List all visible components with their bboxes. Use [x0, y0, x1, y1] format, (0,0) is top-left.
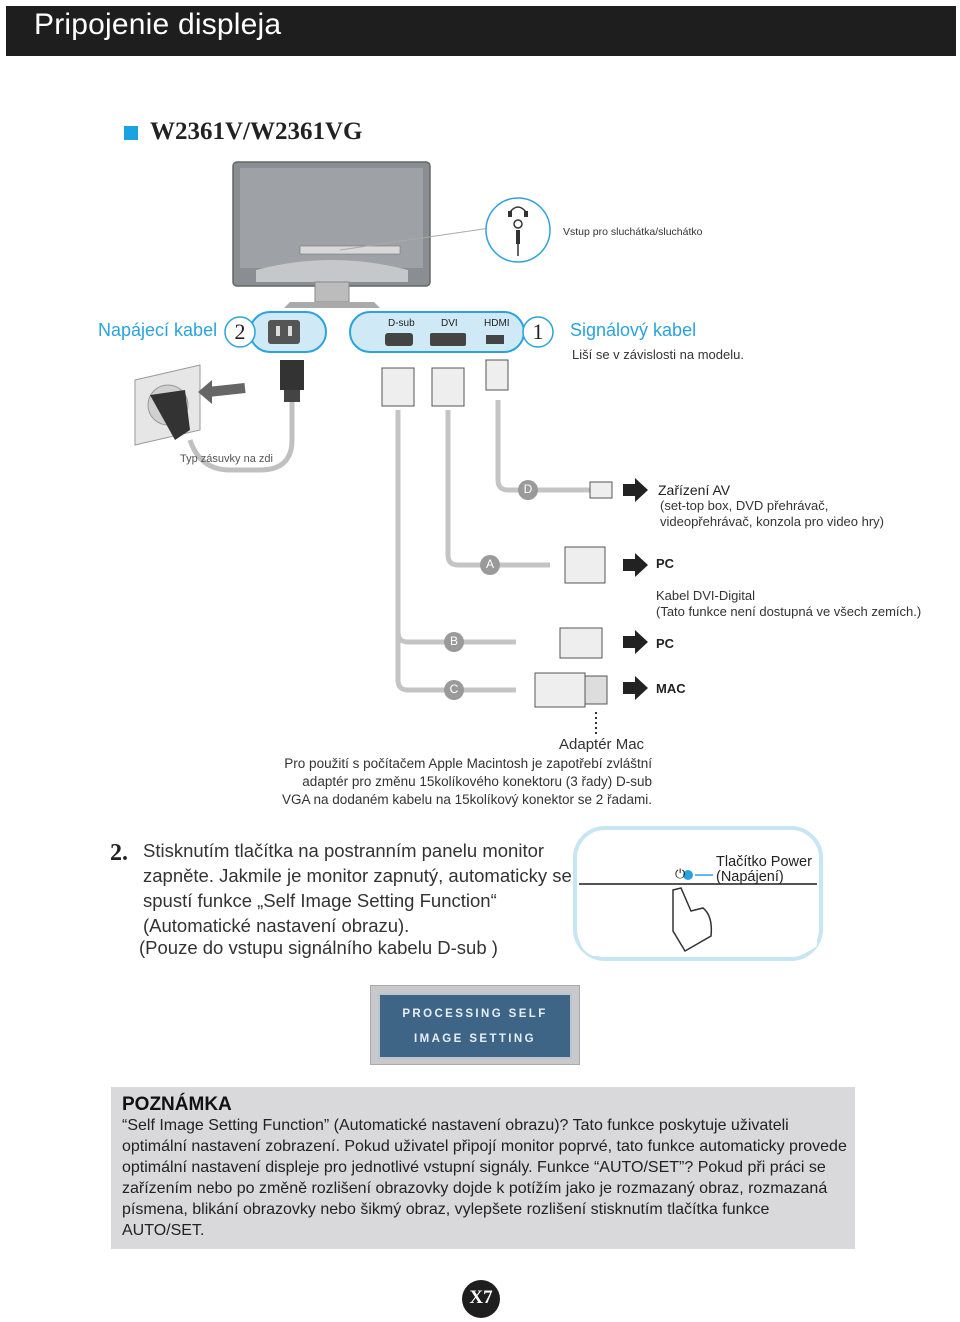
connection-diagram: [134, 161, 648, 735]
mac-adapter-line3: VGA na dodaném kabelu na 15kolíkový kone…: [282, 792, 652, 807]
model-name: W2361V/W2361VG: [150, 118, 363, 145]
power-number: 2: [234, 319, 246, 344]
step-note: (Pouze do vstupu signálního kabelu D-sub…: [139, 937, 498, 958]
signal-number-circle: [522, 316, 554, 348]
power-cable-label: Napájecí kabel: [98, 320, 218, 340]
power-number-circle: [224, 316, 256, 348]
signal-cables: [395, 400, 590, 693]
power-cord: [187, 360, 304, 473]
pc-label-a: PC: [656, 556, 675, 571]
dvi-connector: [431, 367, 465, 407]
note-body: “Self Image Setting Function” (Automatic…: [122, 1117, 847, 1239]
letter-b: B: [449, 634, 458, 648]
headphone-callout-line: [339, 227, 491, 251]
mac-adapter-title: Adaptér Mac: [559, 736, 645, 753]
power-button-label-2: (Napájení): [716, 869, 784, 885]
av-line2: videopřehrávač, konzola pro video hry): [660, 514, 885, 529]
port-label-dsub: D-sub: [388, 318, 415, 329]
page-header: [6, 6, 956, 56]
av-line1: (set-top box, DVD přehrávač,: [660, 498, 829, 513]
note-title: POZNÁMKA: [122, 1094, 232, 1115]
hdmi-connector: [485, 359, 509, 391]
step-number: 2.: [110, 840, 128, 866]
signal-number: 1: [532, 319, 544, 344]
mac-adapter-line1: Pro použití s počítačem Apple Macintosh …: [284, 756, 652, 771]
power-icon: ⏻: [675, 866, 686, 881]
note-box: [111, 1087, 855, 1249]
osd-line2: IMAGE SETTING: [414, 1033, 536, 1045]
headphone-icon: [508, 206, 528, 256]
letter-d: D: [523, 482, 533, 496]
pc-label-b: PC: [656, 636, 675, 651]
port-label-hdmi: HDMI: [484, 318, 510, 329]
page-number: X7: [469, 1287, 493, 1308]
av-title: Zařízení AV: [658, 482, 731, 498]
power-button-label-1: Tlačítko Power: [716, 854, 812, 870]
power-button-illustration: [573, 826, 823, 961]
monitor-back: [232, 161, 431, 308]
letter-c: C: [449, 682, 459, 696]
osd-message: [378, 993, 572, 1059]
mac-adapter-line2: adaptér pro změnu 15kolíkového konektoru…: [302, 774, 652, 789]
dsub-connector: [381, 367, 415, 407]
model-bullet: [124, 126, 138, 140]
headphone-label: Vstup pro sluchátka/sluchátko: [563, 226, 703, 238]
mac-label: MAC: [656, 681, 686, 696]
step-text: Stisknutím tlačítka na postranním panelu…: [143, 840, 572, 936]
signal-cable-note: Liší se v závislosti na modelu.: [572, 347, 744, 362]
signal-cable-label: Signálový kabel: [570, 320, 697, 340]
finger-icon: [672, 887, 713, 953]
dvi-digital-title: Kabel DVI-Digital: [656, 588, 755, 603]
port-label-dvi: DVI: [441, 318, 458, 329]
page-number-badge: [462, 1280, 500, 1318]
letter-a: A: [485, 557, 494, 571]
dvi-digital-note: (Tato funkce není dostupná ve všech zemí…: [656, 604, 922, 619]
osd-line1: PROCESSING SELF: [402, 1008, 548, 1020]
plug-arrow: [207, 383, 246, 397]
outlet-label: Typ zásuvky na zdi: [180, 453, 273, 465]
page-title: Pripojenie displeja: [34, 8, 282, 41]
wall-outlet: [134, 364, 201, 446]
